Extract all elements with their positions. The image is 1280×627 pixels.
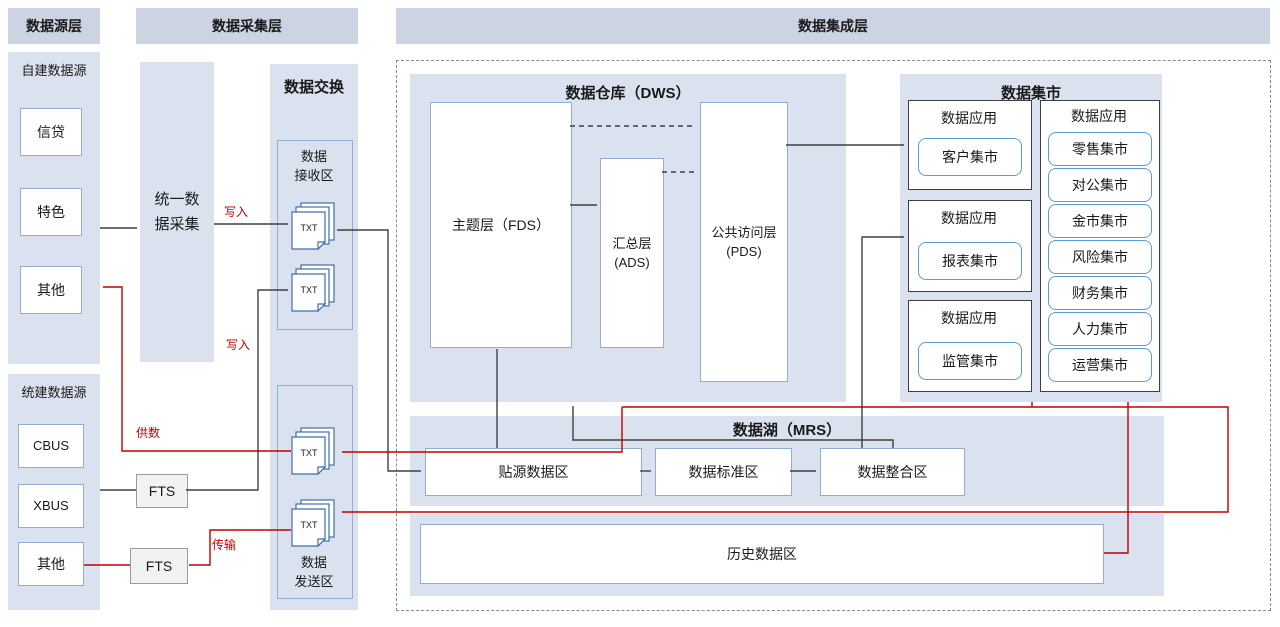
source-box-special: 特色 (20, 188, 82, 236)
lake-box-standard-zone: 数据标准区 (655, 448, 792, 496)
mart-item-customer: 客户集市 (918, 138, 1022, 176)
source-box-other-unified: 其他 (18, 542, 84, 586)
mart-title: 数据集市 (1000, 85, 1061, 102)
header-data-integrate-layer: 数据集成层 (396, 8, 1270, 44)
lake-box-integration-zone: 数据整合区 (820, 448, 965, 496)
document-stack-icon (291, 264, 335, 313)
source-box-xbus: XBUS (18, 484, 84, 528)
fts-box-top: FTS (136, 474, 188, 508)
warehouse-title: 数据仓库（DWS） (565, 85, 691, 102)
send-zone-label-line1: 数据 (300, 555, 327, 570)
pds-label-line1: 公共访问层 (711, 224, 777, 240)
mart-item-risk: 风险集市 (1048, 240, 1152, 274)
txt-file-icon: TXT (291, 427, 337, 476)
header-data-source-layer: 数据源层 (8, 8, 100, 44)
history-zone-box: 历史数据区 (420, 524, 1104, 584)
mart-group-applications-label: 数据应用 (1071, 108, 1127, 124)
mart-item-corporate: 对公集市 (1048, 168, 1152, 202)
data-exchange-title: 数据交换 (283, 79, 344, 96)
flow-label-write-mid: 写入 (226, 338, 251, 352)
source-box-other: 其他 (20, 266, 82, 314)
ads-box: 汇总层 (ADS) (600, 158, 664, 348)
mart-item-finance: 财务集市 (1048, 276, 1152, 310)
txt-label: TXT (300, 448, 318, 458)
mart-item-gold: 金市集市 (1048, 204, 1152, 238)
mart-item-hr: 人力集市 (1048, 312, 1152, 346)
pds-label-line2: (PDS) (726, 244, 762, 259)
send-zone-label-line2: 发送区 (294, 573, 334, 589)
txt-file-icon: TXT (291, 264, 337, 313)
unified-data-collector: 统一数据采集 (140, 62, 214, 362)
mart-item-report: 报表集市 (918, 242, 1022, 280)
txt-label: TXT (300, 285, 318, 295)
receive-zone-label: 数据 接收区 (277, 148, 351, 186)
flow-label-transfer: 传输 (212, 538, 237, 552)
header-data-collect-layer: 数据采集层 (136, 8, 358, 44)
send-zone-label: 数据 发送区 (277, 554, 351, 592)
txt-label: TXT (300, 520, 318, 530)
unified-source-title: 统建数据源 (21, 385, 87, 400)
mart-group-regulatory-label: 数据应用 (941, 310, 997, 326)
txt-file-icon: TXT (291, 202, 337, 251)
mart-item-operations: 运营集市 (1048, 348, 1152, 382)
ads-label-line1: 汇总层 (612, 235, 652, 251)
receive-zone-label-line1: 数据 (300, 149, 327, 164)
txt-label: TXT (300, 223, 318, 233)
source-box-credit: 信贷 (20, 108, 82, 156)
document-stack-icon (291, 499, 335, 548)
self-built-source-title: 自建数据源 (21, 63, 87, 78)
mart-group-report-label: 数据应用 (941, 210, 997, 226)
pds-box: 公共访问层 (PDS) (700, 102, 788, 382)
source-box-cbus: CBUS (18, 424, 84, 468)
mart-item-retail: 零售集市 (1048, 132, 1152, 166)
flow-label-write-top: 写入 (224, 205, 249, 219)
fts-box-bottom: FTS (130, 548, 188, 584)
mart-item-regulatory: 监管集市 (918, 342, 1022, 380)
fds-box: 主题层（FDS） (430, 102, 572, 348)
txt-file-icon: TXT (291, 499, 337, 548)
lake-box-source-zone: 贴源数据区 (425, 448, 642, 496)
document-stack-icon (291, 202, 335, 251)
ads-label-line2: (ADS) (614, 255, 650, 270)
flow-label-supply: 供数 (136, 426, 161, 440)
mart-group-customer-label: 数据应用 (941, 110, 997, 126)
lake-title: 数据湖（MRS） (732, 422, 842, 439)
document-stack-icon (291, 427, 335, 476)
receive-zone-label-line2: 接收区 (294, 167, 334, 183)
